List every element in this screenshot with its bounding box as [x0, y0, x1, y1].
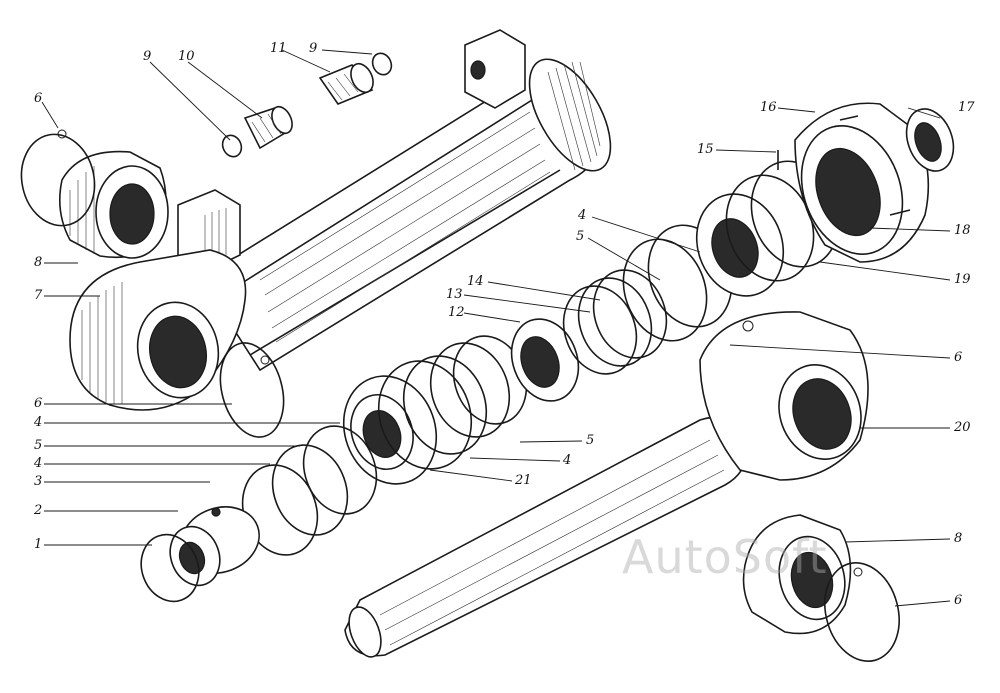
callout-leaders	[41, 49, 951, 607]
callout-21: 21	[515, 473, 532, 488]
snap-ring-6-middle	[219, 342, 285, 438]
callout-5: 5	[586, 433, 595, 448]
rod-gland-assembly	[241, 318, 580, 556]
fitting-11	[318, 62, 374, 105]
callout-1: 1	[34, 537, 43, 552]
callout-14: 14	[467, 274, 484, 289]
callout-9: 9	[143, 49, 152, 64]
callout-4: 4	[34, 456, 43, 471]
callout-19: 19	[954, 272, 971, 287]
washer-9-upper	[371, 52, 393, 76]
washer-9-lower	[221, 134, 243, 158]
callout-17: 17	[958, 100, 975, 115]
callout-13: 13	[446, 287, 463, 302]
callout-18: 18	[954, 223, 971, 238]
callout-8: 8	[954, 531, 963, 546]
callout-15: 15	[697, 142, 714, 157]
callout-6: 6	[954, 350, 963, 365]
fitting-10	[243, 105, 293, 150]
callout-6: 6	[34, 396, 43, 411]
nut-2	[169, 506, 260, 587]
spherical-bearing-lower	[742, 514, 852, 635]
snap-ring-upper-left	[20, 129, 96, 227]
snap-ring-6-rod-eye	[742, 320, 754, 332]
watermark: AutoSoft	[622, 530, 828, 584]
callout-10: 10	[178, 49, 195, 64]
callout-7: 7	[34, 288, 43, 303]
callout-9: 9	[309, 41, 318, 56]
piston-rod	[344, 311, 869, 658]
callout-4: 4	[34, 415, 43, 430]
callout-11: 11	[270, 41, 287, 56]
callout-5: 5	[576, 229, 585, 244]
cylinder-barrel	[69, 29, 612, 411]
cap-17	[905, 108, 955, 172]
callout-4: 4	[578, 208, 587, 223]
callout-16: 16	[760, 100, 777, 115]
callout-6: 6	[34, 91, 43, 106]
retaining-ring-1	[140, 533, 200, 603]
snap-ring-6-lower	[824, 562, 900, 662]
callout-12: 12	[448, 305, 465, 320]
piston-nut-16	[794, 102, 930, 263]
callout-4: 4	[563, 453, 572, 468]
callout-3: 3	[34, 474, 43, 489]
callout-6: 6	[954, 593, 963, 608]
spherical-bearing-upper	[59, 150, 169, 259]
callout-5: 5	[34, 438, 43, 453]
callout-2: 2	[34, 503, 43, 518]
callout-8: 8	[34, 255, 43, 270]
callout-20: 20	[954, 420, 971, 435]
piston-seal-stack	[562, 160, 840, 375]
